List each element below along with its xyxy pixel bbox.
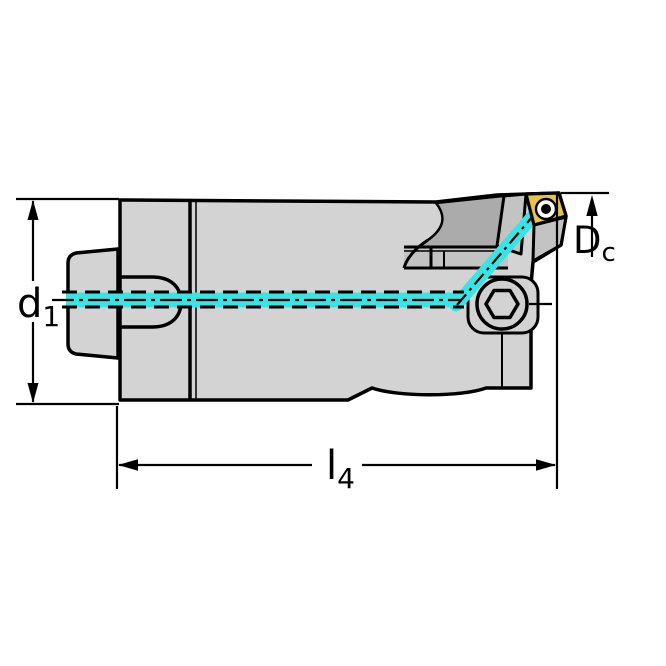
insert-hole-inner (541, 204, 551, 214)
hex-socket-icon (484, 288, 520, 320)
dimension-label-dc: Dc (573, 219, 616, 268)
coolant-channel (52, 208, 552, 312)
l4-arrow-right-icon (536, 459, 556, 471)
coolant-diagonal-dashdot (456, 215, 534, 306)
tool-body (66, 191, 568, 402)
d1-arrow-down-icon (27, 383, 39, 403)
dimension-label-l4: l4 (326, 443, 355, 495)
dimension-dc: Dc (561, 191, 616, 268)
dimension-d1: d1 (16, 197, 119, 406)
dc-arrow-up-icon (586, 195, 598, 216)
d1-arrow-up-icon (27, 200, 39, 220)
dimension-l4: l4 (115, 194, 559, 495)
l4-arrow-left-icon (118, 459, 138, 471)
clamping-screw (475, 277, 529, 331)
pocket-left-curve (402, 238, 429, 269)
dimension-label-d1: d1 (17, 281, 60, 333)
